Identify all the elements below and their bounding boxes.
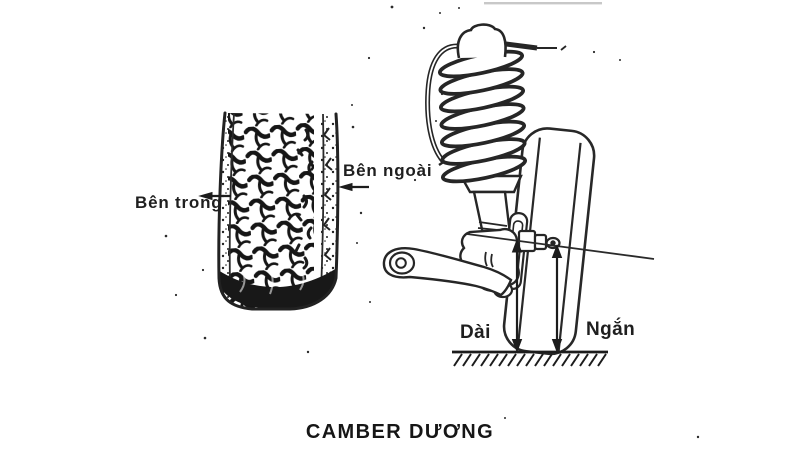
outer-side-arrow [338,182,369,192]
mount-rod [505,41,538,51]
outer-sidewall-band [321,113,338,305]
inner-side-arrow [198,191,231,201]
control-arm [382,247,513,297]
label-short-distance: Ngắn [586,319,636,340]
figure-caption: CAMBER DƯƠNG [305,421,495,443]
strut-top-mount [456,23,507,59]
label-outer-side: Bên ngoài [343,161,433,180]
control-arm-bushing [388,251,416,275]
measure-arrow-short [551,244,563,353]
ground-line [452,350,608,367]
tire-bottom-shading [218,268,337,309]
label-inner-side: Bên trong [135,193,223,212]
measure-arrow-long [511,238,523,353]
tire-tread-figure [217,111,340,311]
axle-centerline [466,233,655,260]
tread-pattern [228,113,314,309]
coil-spring [437,49,528,184]
strut-and-spring [382,23,567,299]
label-long-distance: Dài [460,322,491,343]
tire-outline [217,111,340,311]
